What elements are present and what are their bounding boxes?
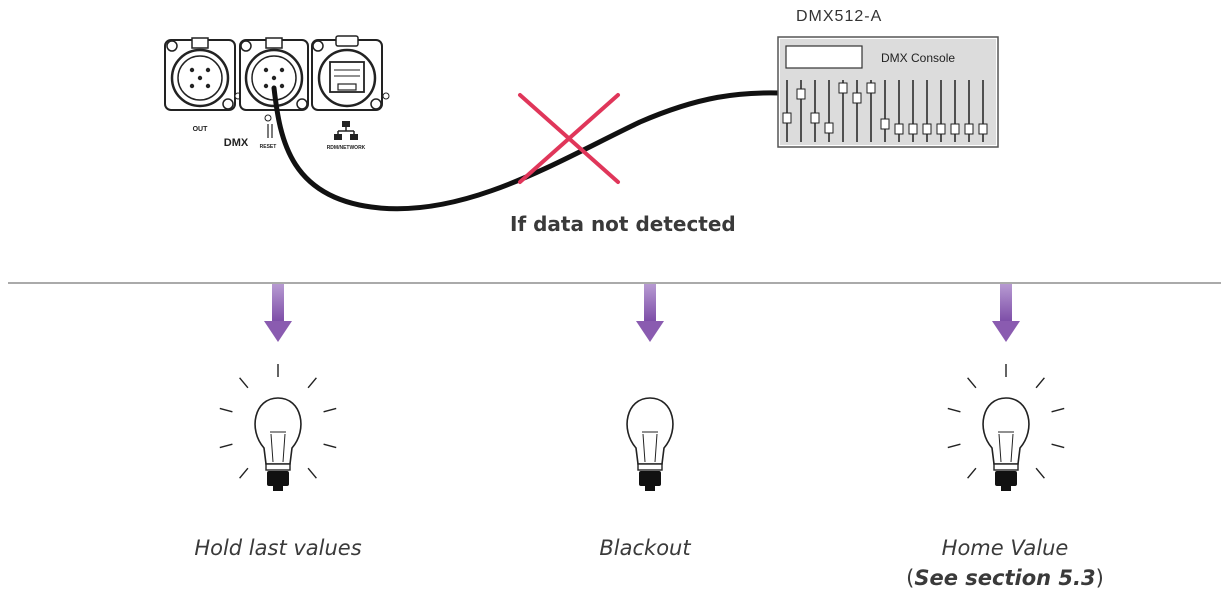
xlr-out-connector [164, 37, 242, 111]
xlr-in-connector [239, 37, 309, 138]
outcome-home-note: (See section 5.3) [906, 566, 1104, 590]
fader-knob [852, 92, 862, 104]
down-arrow-icon [264, 284, 292, 342]
fader-knob [782, 112, 792, 124]
protocol-label: DMX512-A [796, 8, 883, 25]
connector-panel: OUT DMX RESET RDM/NETWORK [164, 35, 390, 151]
down-arrow-icon [636, 284, 664, 342]
no-signal-cross-icon [518, 93, 620, 184]
lightbulb-lit-icon [219, 364, 337, 491]
fader-knob [950, 123, 960, 135]
outcome-hold-label: Hold last values [194, 536, 362, 560]
dmx-label: DMX [224, 137, 249, 149]
fader-knob [838, 82, 848, 94]
outcome-home-label: Home Value [941, 536, 1069, 560]
fader-knob [894, 123, 904, 135]
console-faders [782, 80, 988, 142]
lightbulb-lit-icon [947, 364, 1065, 491]
fader-knob [964, 123, 974, 135]
rj45-connector [311, 35, 390, 111]
rdm-network-label: RDM/NETWORK [327, 145, 366, 151]
fader-knob [922, 123, 932, 135]
reset-label: RESET [260, 144, 277, 150]
fader-knob [936, 123, 946, 135]
fader-knob [978, 123, 988, 135]
fader-knob [810, 112, 820, 124]
fader-knob [824, 122, 834, 134]
fader-knob [866, 82, 876, 94]
console-label: DMX Console [881, 51, 955, 65]
dmx-console: DMX Console [777, 36, 999, 148]
lightbulb-off-icon [626, 397, 674, 491]
console-display [785, 45, 863, 69]
outcome-blackout-label: Blackout [599, 536, 691, 560]
dmx-cable [271, 85, 783, 212]
out-label: OUT [193, 126, 209, 133]
down-arrow-icon [992, 284, 1020, 342]
fader-knob [796, 88, 806, 100]
fader-knob [908, 123, 918, 135]
condition-label: If data not detected [510, 212, 736, 236]
network-icon [334, 121, 358, 140]
fader-knob [880, 118, 890, 130]
